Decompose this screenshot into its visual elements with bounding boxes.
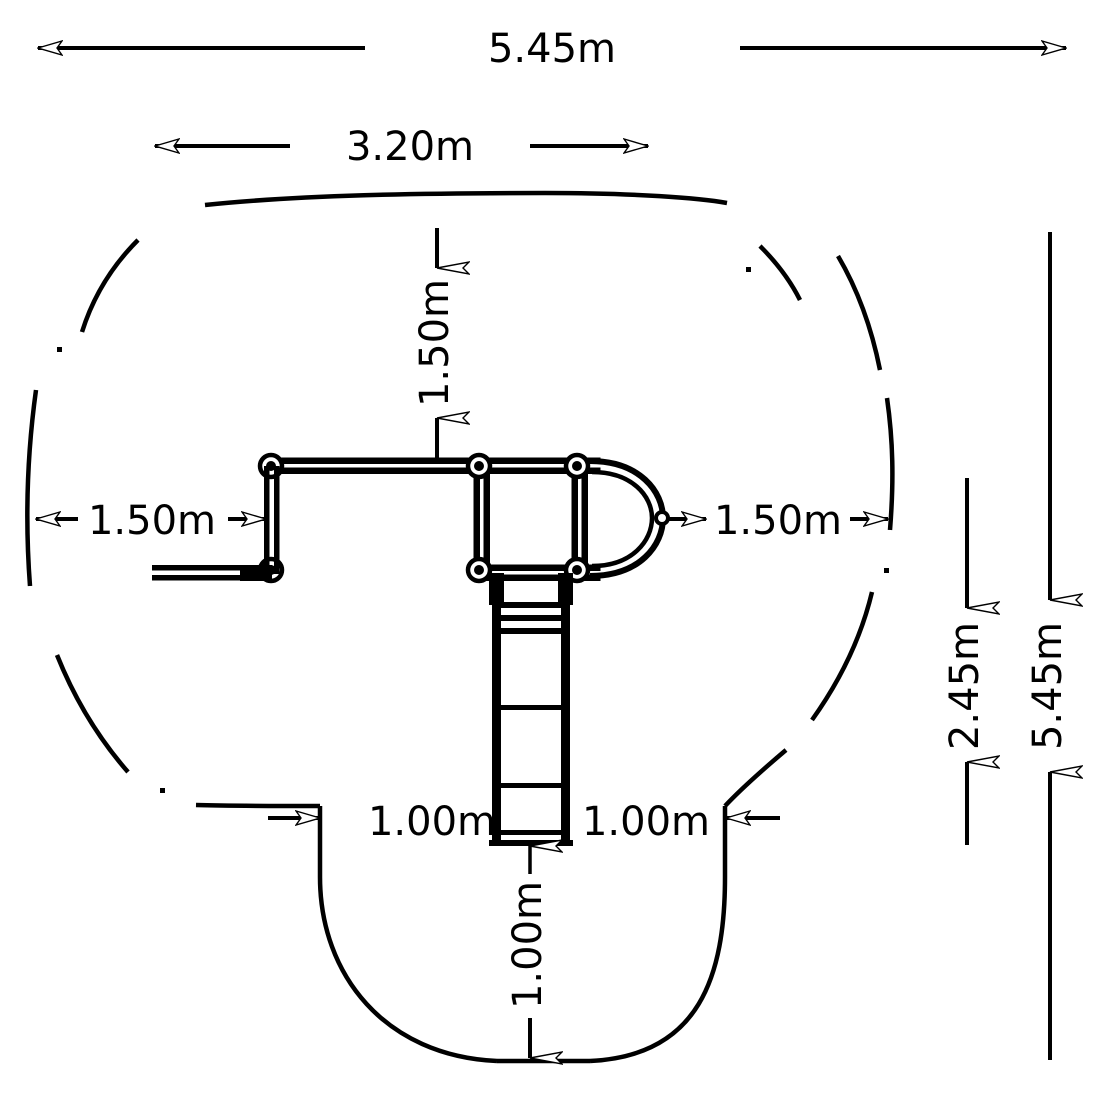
dim-label-clearance-top: 1.50m xyxy=(412,279,458,407)
dim-label-overall-depth: 5.45m xyxy=(1025,622,1071,750)
dim-clearance-slide-left: 1.00m xyxy=(268,799,496,845)
dim-label-clearance-right: 1.50m xyxy=(714,498,842,544)
dim-clearance-left: 1.50m xyxy=(36,498,266,544)
dim-label-clearance-slide-right: 1.00m xyxy=(582,799,710,845)
dim-clearance-slide-end: 1.00m xyxy=(505,846,551,1058)
dim-label-overall-depth-inner: 2.45m xyxy=(942,622,988,750)
dim-overall-depth: 5.45m xyxy=(1025,232,1071,1060)
zone-tick-marks xyxy=(57,267,889,793)
dim-overall-width: 5.45m xyxy=(38,26,1066,72)
dim-clearance-right: 1.50m xyxy=(666,498,888,544)
dim-clearance-slide-right: 1.00m xyxy=(582,799,780,845)
slide-chute xyxy=(489,573,573,846)
dim-overall-depth-inner: 2.45m xyxy=(942,478,988,845)
arched-hood-end xyxy=(589,458,667,579)
safety-zone-outline xyxy=(25,190,895,1064)
top-rail xyxy=(267,457,601,474)
dim-label-clearance-slide-end: 1.00m xyxy=(505,881,551,1009)
dim-label-clearance-left: 1.50m xyxy=(88,498,216,544)
dim-label-overall-width: 5.45m xyxy=(488,26,616,72)
dim-label-equipment-width: 3.20m xyxy=(346,124,474,170)
dim-label-clearance-slide-left: 1.00m xyxy=(368,799,496,845)
elevated-platform-deck xyxy=(257,452,670,584)
dim-clearance-top: 1.50m xyxy=(412,228,458,458)
dim-equipment-width: 3.20m xyxy=(155,124,648,170)
